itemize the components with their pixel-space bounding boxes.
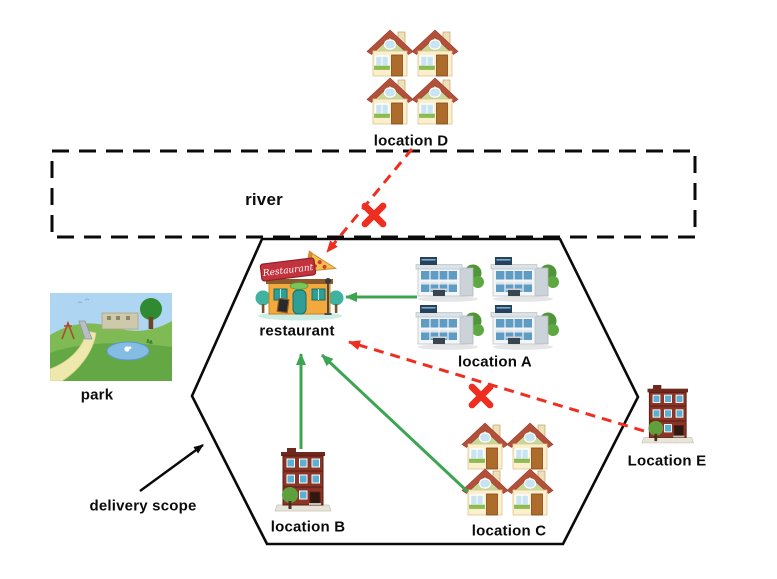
location-d-houses <box>366 29 459 125</box>
house-icon <box>411 29 459 77</box>
route-d-to-restaurant-arrow <box>325 148 414 253</box>
route-e-to-restaurant-arrow <box>348 340 645 433</box>
office-building-icon <box>490 304 560 351</box>
label-location-b: location B <box>270 518 346 536</box>
park-image <box>50 293 172 381</box>
label-river: river <box>245 190 283 209</box>
blocked-cross-icon <box>361 202 387 228</box>
label-location-a: location A <box>458 353 532 371</box>
house-icon <box>506 422 554 470</box>
office-building-icon <box>490 256 560 303</box>
house-icon <box>366 29 414 77</box>
label-delivery-scope: delivery scope <box>89 497 197 515</box>
apartment-building-icon <box>641 384 694 444</box>
delivery-scope-pointer-arrow <box>139 444 204 492</box>
label-location-e: Location E <box>627 452 707 470</box>
label-location-d: location D <box>373 132 449 150</box>
blocked-cross-icon <box>468 383 494 409</box>
house-icon <box>461 468 509 516</box>
location-c-houses <box>461 422 554 516</box>
office-building-icon <box>415 304 485 351</box>
label-location-c: location C <box>471 522 547 540</box>
label-park: park <box>80 386 114 404</box>
restaurant-icon: Restaurant <box>255 250 344 321</box>
house-icon <box>366 77 414 125</box>
apartment-building-icon <box>274 447 332 512</box>
label-restaurant: restaurant <box>259 322 335 340</box>
house-icon <box>411 77 459 125</box>
restaurant-sign: Restaurant <box>259 257 317 282</box>
location-a-offices <box>415 256 560 351</box>
river-area <box>50 149 697 239</box>
office-building-icon <box>415 256 485 303</box>
house-icon <box>461 422 509 470</box>
house-icon <box>506 468 554 516</box>
delivery-scope-boundary <box>190 237 640 546</box>
route-c-to-restaurant-arrow <box>320 353 470 494</box>
